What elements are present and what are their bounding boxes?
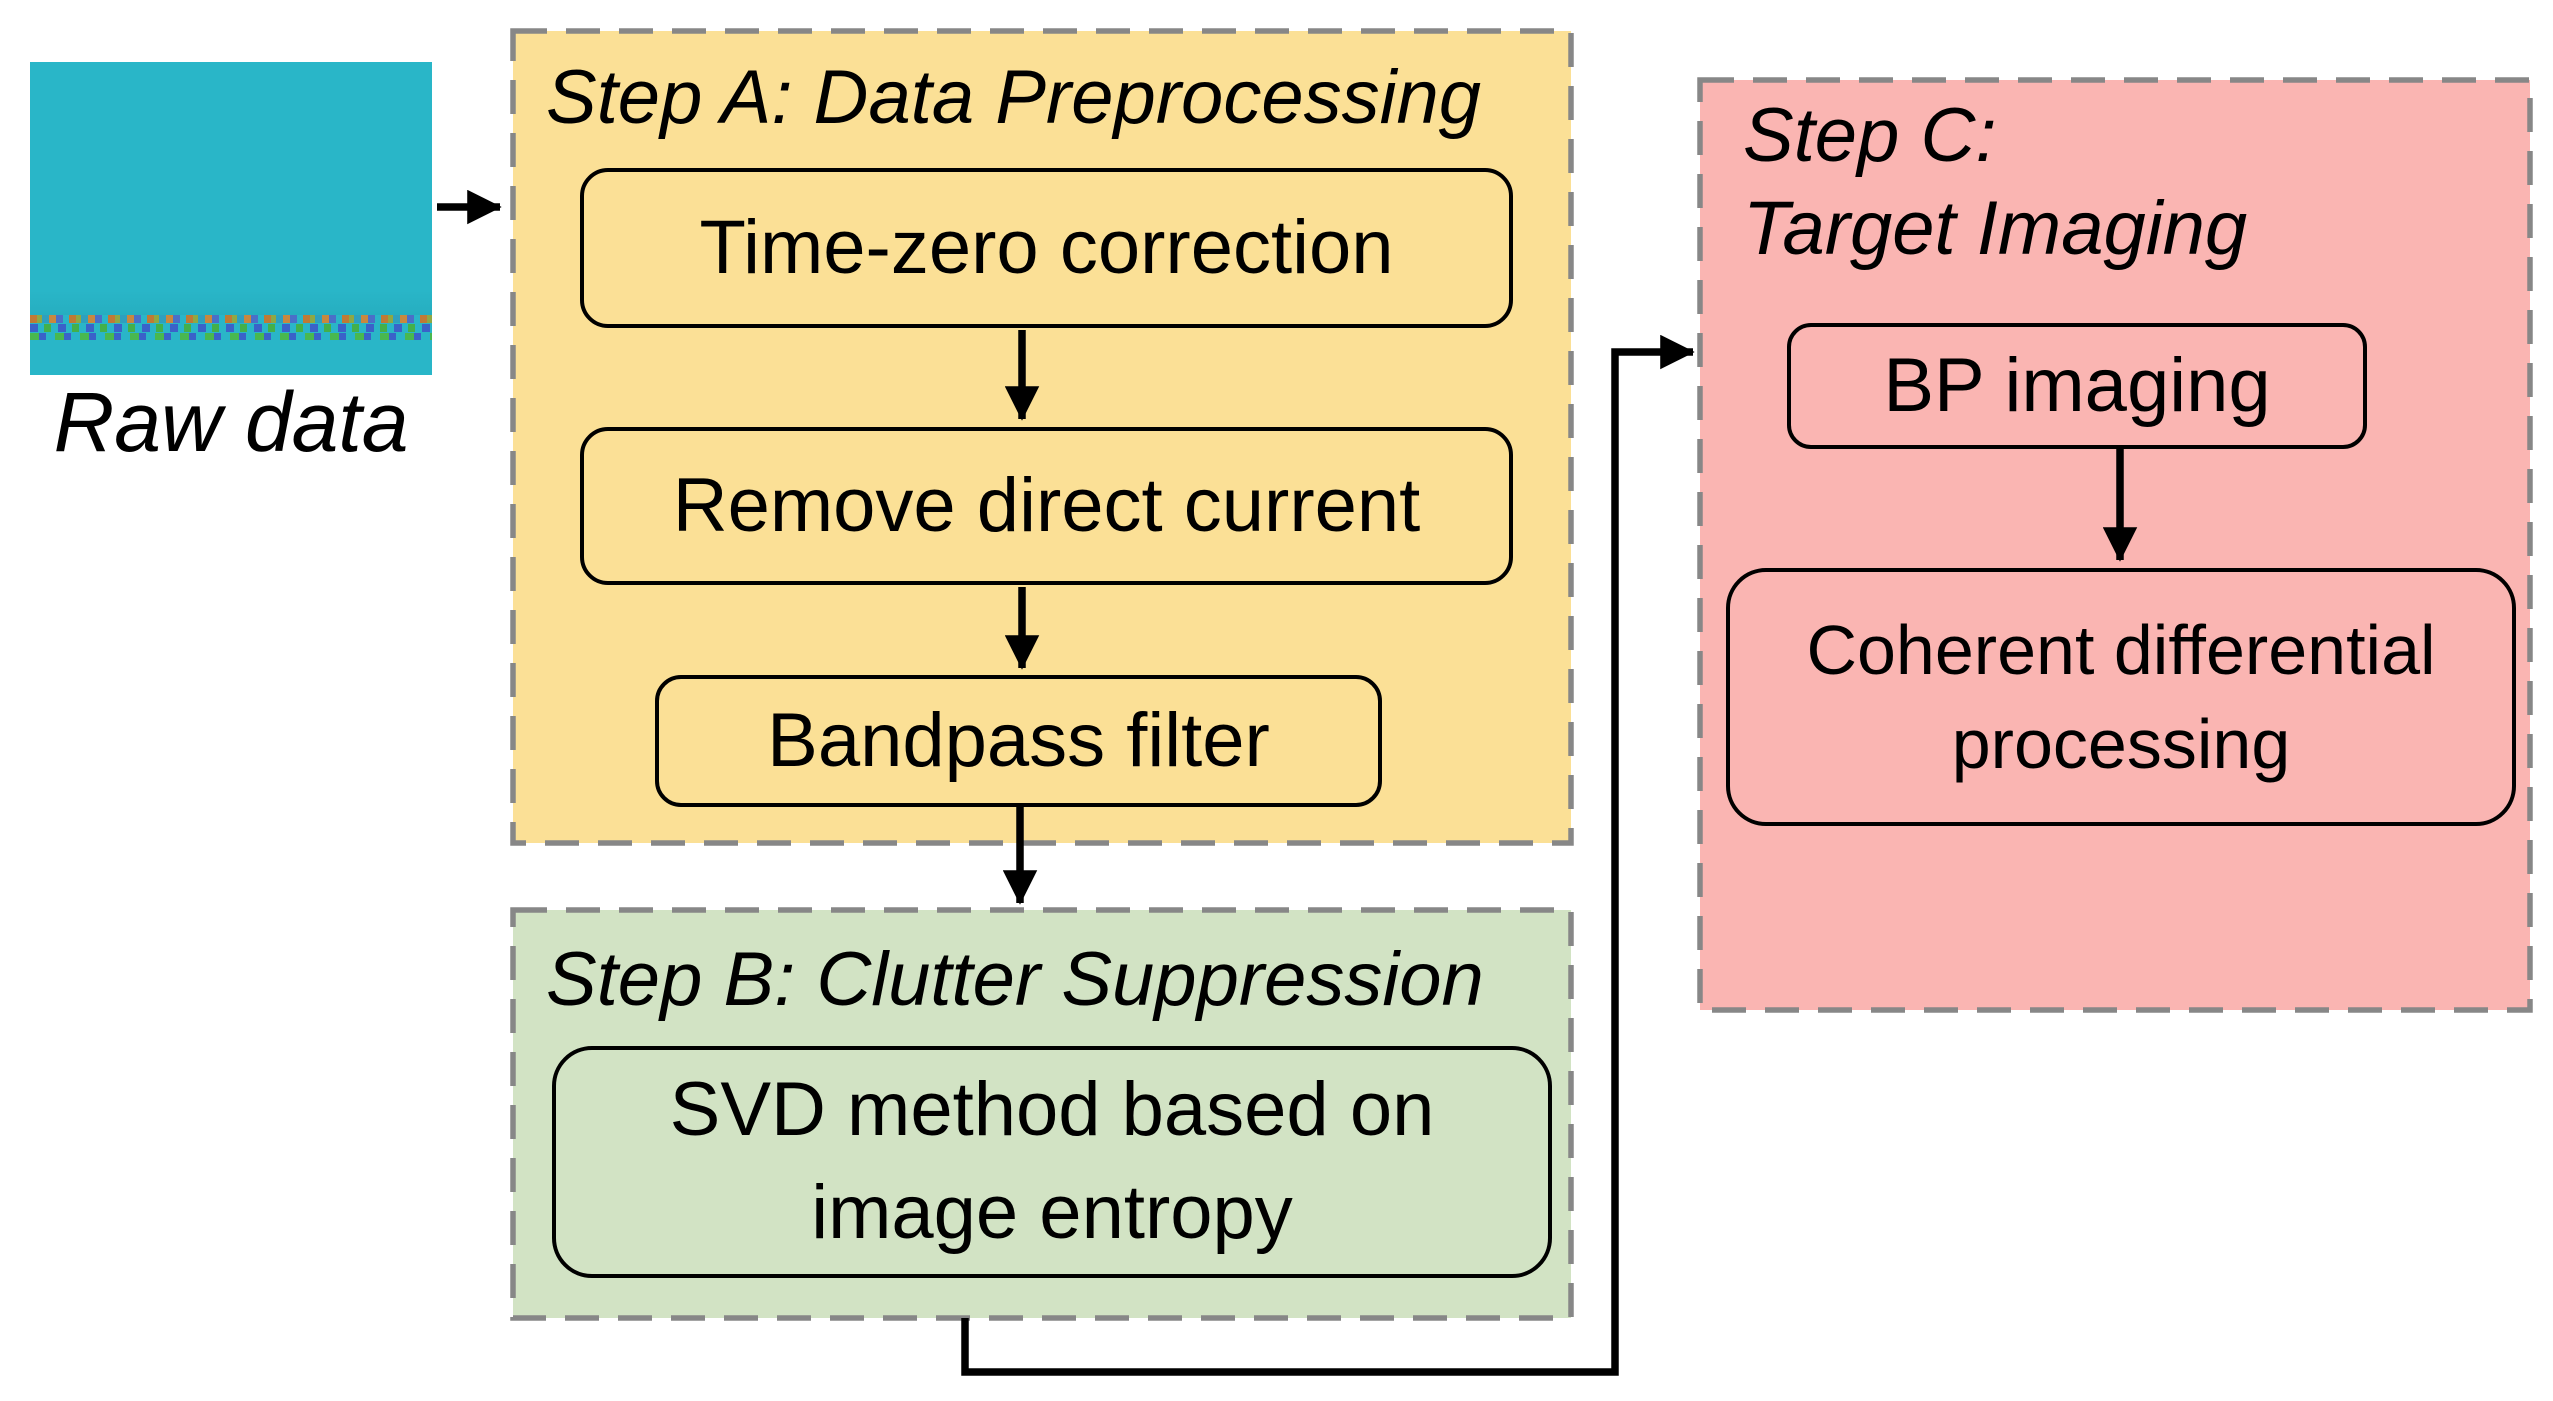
node-remove-direct-current: Remove direct current xyxy=(580,427,1513,585)
node-bandpass-filter: Bandpass filter xyxy=(655,675,1382,807)
raw-data-label: Raw data xyxy=(53,375,409,469)
connector-step-b-to-step-c xyxy=(961,334,1695,1376)
node-time-zero-correction: Time-zero correction xyxy=(580,168,1513,328)
node-coherent-differential-processing: Coherent differential processing xyxy=(1726,568,2516,826)
raw-data-stripe-1 xyxy=(30,315,432,323)
raw-data-stripe-3 xyxy=(30,333,432,340)
raw-data-shade-band xyxy=(30,290,432,315)
step-c-title: Step C: Target Imaging xyxy=(1743,93,2248,271)
raw-data-stripe-2 xyxy=(30,324,432,332)
raw-data-image xyxy=(30,62,432,375)
node-bp-imaging: BP imaging xyxy=(1787,323,2367,449)
step-a-title: Step A: Data Preprocessing xyxy=(546,55,1482,140)
node-svd-method: SVD method based on image entropy xyxy=(552,1046,1552,1278)
step-b-title: Step B: Clutter Suppression xyxy=(546,937,1484,1022)
